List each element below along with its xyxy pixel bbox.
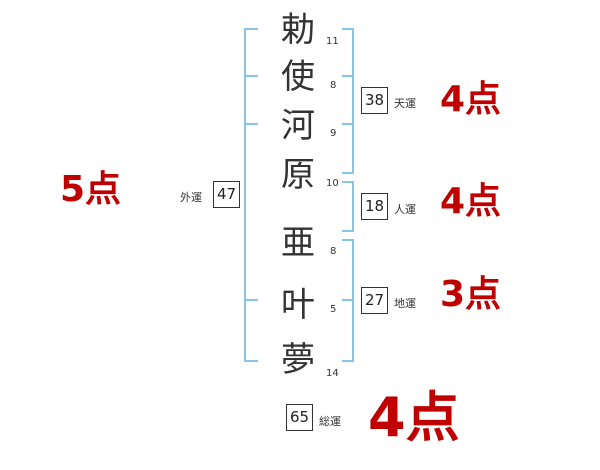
chiun-label: 地運: [394, 297, 416, 310]
name-char-7: 夢: [281, 340, 315, 380]
bracket-tick: [246, 299, 258, 301]
bracket-tick: [246, 123, 258, 125]
jinun-points: 4点: [440, 181, 502, 222]
bracket-tick: [342, 123, 354, 125]
jinun-bracket: [342, 181, 354, 232]
gaiun-points: 5点: [60, 169, 122, 210]
stroke-count-3: 9: [330, 128, 337, 139]
bracket-tick: [342, 75, 354, 77]
jinun-value: 18: [361, 193, 388, 220]
souun-value: 65: [286, 404, 313, 431]
stroke-count-5: 8: [330, 246, 337, 257]
gaiun-label: 外運: [180, 191, 202, 204]
name-char-4: 原: [281, 155, 315, 195]
stroke-count-7: 14: [326, 368, 339, 379]
stroke-count-1: 11: [326, 36, 339, 47]
stroke-count-6: 5: [330, 304, 337, 315]
name-char-2: 使: [281, 57, 315, 97]
name-char-5: 亜: [281, 223, 315, 263]
stroke-count-4: 10: [326, 178, 339, 189]
tenun-label: 天運: [394, 97, 416, 110]
name-char-1: 勅: [281, 10, 315, 50]
tenun-points: 4点: [440, 79, 502, 120]
bracket-tick: [246, 75, 258, 77]
souun-label: 総運: [319, 415, 341, 428]
stroke-count-2: 8: [330, 80, 337, 91]
jinun-label: 人運: [394, 203, 416, 216]
gaiun-value: 47: [213, 181, 240, 208]
souun-points: 4点: [368, 386, 460, 449]
tenun-value: 38: [361, 87, 388, 114]
tenun-bracket: [342, 28, 354, 174]
chiun-value: 27: [361, 287, 388, 314]
bracket-tick: [342, 299, 354, 301]
chiun-points: 3点: [440, 274, 502, 315]
name-char-3: 河: [281, 106, 315, 146]
outer-bracket: [244, 28, 258, 362]
name-char-6: 叶: [281, 285, 315, 325]
